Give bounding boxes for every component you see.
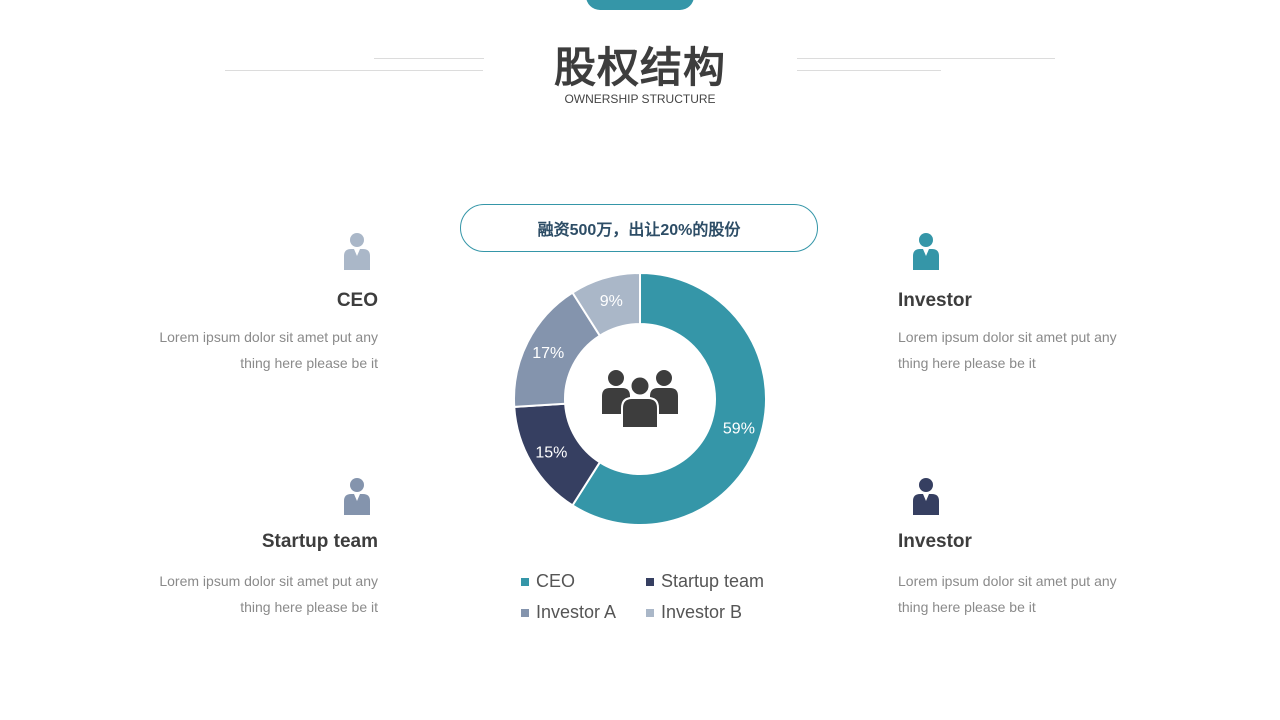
ceo-title: CEO <box>336 290 378 311</box>
header-line-left-long <box>225 70 483 71</box>
legend-item-ceo: CEO <box>521 571 575 592</box>
investor-a-title: Investor <box>898 290 972 311</box>
legend-label: Investor B <box>661 602 743 622</box>
top-tab-decoration <box>586 0 694 10</box>
startup-team-title: Startup team <box>261 531 378 552</box>
legend-item-investor-b: Investor B <box>646 602 742 623</box>
donut-slice-ceo <box>571 271 767 526</box>
legend-swatch <box>521 608 529 617</box>
legend-label: CEO <box>536 571 576 591</box>
page-title: 股权结构 <box>553 44 726 91</box>
legend-swatch <box>646 608 654 617</box>
donut-label-startup-team: 15% <box>535 444 567 461</box>
legend-swatch <box>646 577 654 586</box>
investor-b-description: Lorem ipsum dolor sit amet put any thing… <box>898 573 1117 615</box>
funding-callout-text: 融资500万，出让20%的股份 <box>537 222 741 239</box>
investor-a-description: Lorem ipsum dolor sit amet put any thing… <box>898 329 1117 371</box>
ceo-person-icon <box>344 233 370 270</box>
funding-callout: 融资500万，出让20%的股份 <box>460 204 818 252</box>
header-line-right-short <box>797 70 941 71</box>
group-people-icon <box>602 370 678 429</box>
legend-swatch <box>521 577 529 586</box>
legend-item-startup-team: Startup team <box>646 571 764 592</box>
legend-label: Investor A <box>536 602 617 622</box>
donut-label-investor-a: 17% <box>532 345 564 362</box>
investor-b-title: Investor <box>898 531 972 552</box>
startup-team-description: Lorem ipsum dolor sit amet put any thing… <box>159 573 378 615</box>
legend-label: Startup team <box>661 571 765 591</box>
investor-b-person-icon <box>913 478 939 515</box>
donut-label-investor-b: 9% <box>600 293 623 310</box>
legend-item-investor-a: Investor A <box>521 602 616 623</box>
header-line-left-short <box>374 58 484 59</box>
page-subtitle: OWNERSHIP STRUCTURE <box>564 92 716 106</box>
startup-team-person-icon <box>344 478 370 515</box>
ceo-description: Lorem ipsum dolor sit amet put any thing… <box>159 329 378 371</box>
header-line-right-long <box>797 58 1055 59</box>
investor-a-person-icon <box>913 233 939 270</box>
donut-label-ceo: 59% <box>723 421 755 438</box>
donut-slice-investor-b <box>571 271 641 338</box>
